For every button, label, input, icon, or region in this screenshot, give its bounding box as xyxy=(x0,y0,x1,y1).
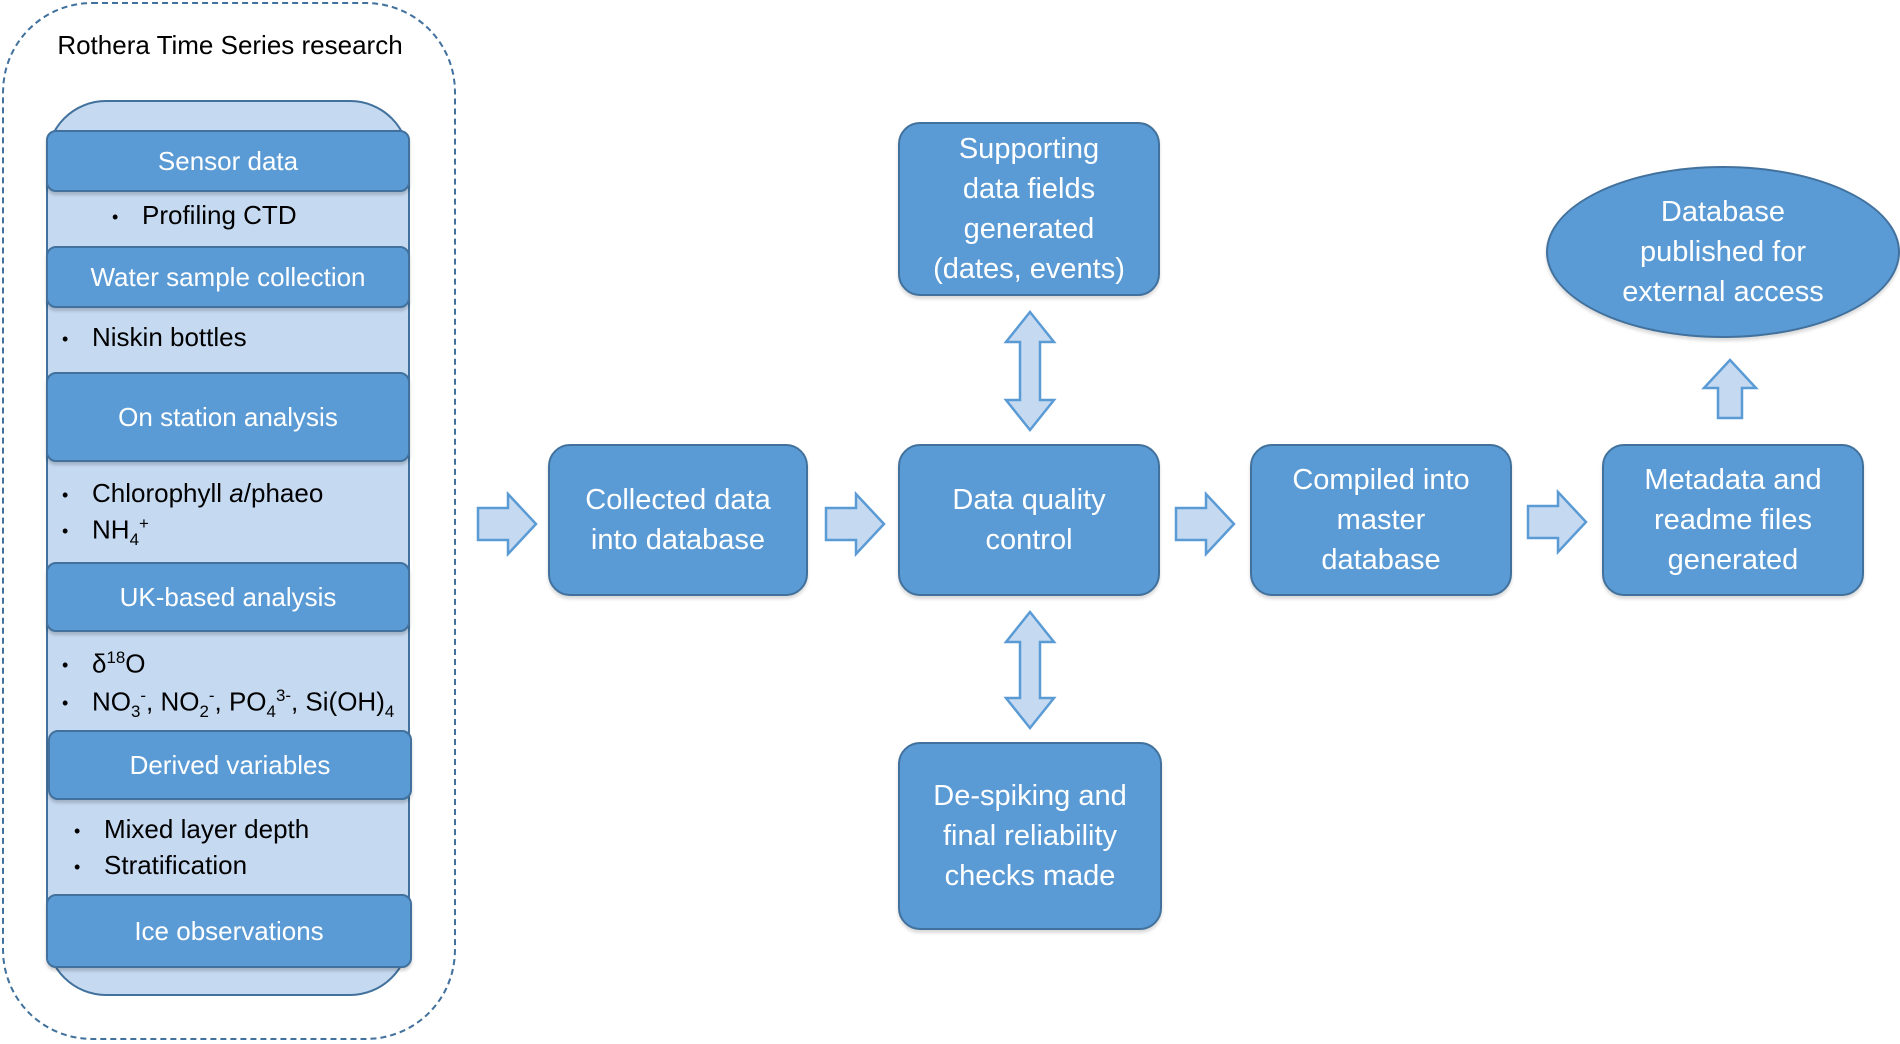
box-compiled-master-database: Compiled into master database xyxy=(1250,444,1512,596)
arrow-up-published xyxy=(1701,358,1759,420)
box-collected-data: Collected data into database xyxy=(548,444,808,596)
section-header-sensor-data: Sensor data xyxy=(46,130,410,192)
arrow-double-vertical-bottom xyxy=(1003,609,1057,731)
research-panel-border xyxy=(2,2,456,1040)
bullet-profiling-ctd: •Profiling CTD xyxy=(112,200,297,230)
section-header-on-station-analysis: On station analysis xyxy=(46,372,410,462)
ellipse-database-published: Database published for external access xyxy=(1546,166,1900,338)
bullet-niskin-bottles: •Niskin bottles xyxy=(62,322,247,352)
bullet-stratification: •Stratification xyxy=(74,850,248,880)
box-despiking-checks: De-spiking and final reliability checks … xyxy=(898,742,1162,930)
box-metadata-readme: Metadata and readme files generated xyxy=(1602,444,1864,596)
arrow-right-1 xyxy=(476,490,538,558)
bullet-chlorophyll: •Chlorophyll a/phaeo xyxy=(62,478,324,508)
bullet-ammonium: •NH4+ xyxy=(62,514,149,549)
bullet-nutrients: •NO3-, NO2-, PO43-, Si(OH)4 xyxy=(62,686,395,721)
arrow-double-vertical-top xyxy=(1003,309,1057,433)
research-panel-title: Rothera Time Series research xyxy=(57,30,403,60)
bullet-delta-18o: •δ18O xyxy=(62,648,146,679)
box-data-quality-control: Data quality control xyxy=(898,444,1160,596)
arrow-right-4 xyxy=(1526,488,1588,556)
arrow-right-3 xyxy=(1174,490,1236,558)
section-header-uk-based-analysis: UK-based analysis xyxy=(46,562,410,632)
bullet-mixed-layer-depth: •Mixed layer depth xyxy=(74,814,310,844)
arrow-right-2 xyxy=(824,490,886,558)
section-header-derived-variables: Derived variables xyxy=(48,730,412,800)
section-header-water-sample-collection: Water sample collection xyxy=(46,246,410,308)
box-supporting-data-fields: Supporting data fields generated (dates,… xyxy=(898,122,1160,296)
section-header-ice-observations: Ice observations xyxy=(46,894,412,968)
